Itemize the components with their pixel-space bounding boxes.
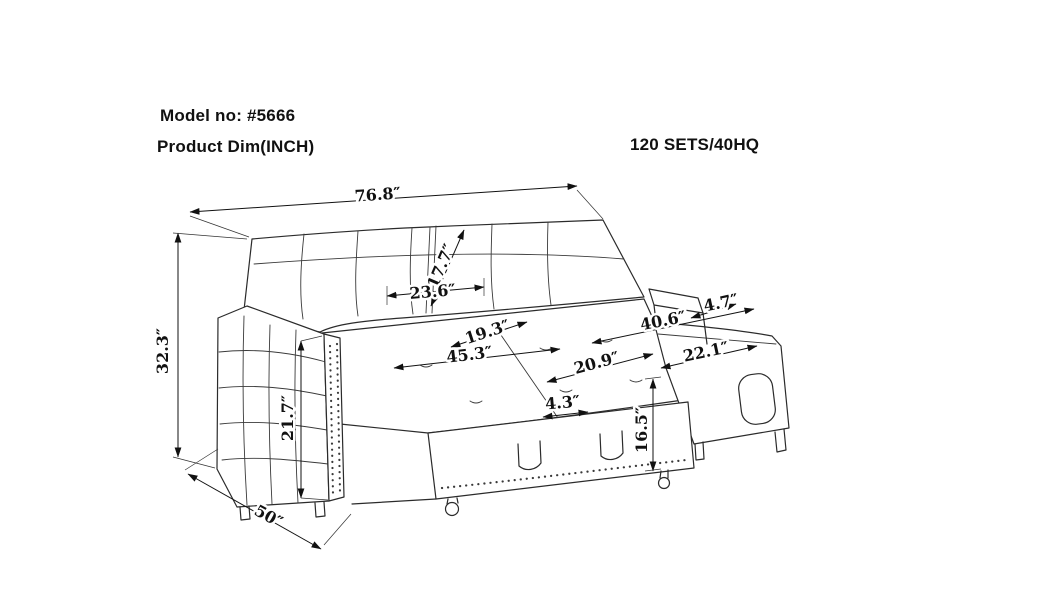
dim-arm-height: 21.7″ bbox=[278, 395, 297, 441]
left-arm bbox=[216, 305, 330, 508]
dim-clearance: 4.3″ bbox=[544, 392, 581, 414]
product-dimension-label: Product Dim(INCH) bbox=[157, 137, 315, 156]
pullout-handle-left bbox=[517, 440, 542, 471]
dimension-labels: 76.8″ 32.3″ 50″ 17.7″ 23.6″ 4.7″ 19.3″ 4… bbox=[151, 181, 743, 534]
dim-overall-width: 76.8″ bbox=[354, 183, 401, 205]
sofa-illustration bbox=[216, 219, 790, 521]
pullout-bed bbox=[427, 401, 695, 500]
model-number-label: Model no: #5666 bbox=[160, 106, 296, 125]
pullout-handle-right bbox=[599, 430, 624, 461]
dim-back-cushion-width: 23.6″ bbox=[409, 280, 457, 303]
caster-wheel-right bbox=[657, 476, 671, 490]
dim-pullout-height: 16.5″ bbox=[632, 407, 651, 453]
dim-overall-height: 32.3″ bbox=[153, 328, 172, 374]
dim-seat-width: 45.3″ bbox=[445, 342, 493, 366]
dim-armrest-width: 4.7″ bbox=[702, 290, 740, 316]
chaise-handle-cutout bbox=[738, 373, 776, 425]
container-quantity-label: 120 SETS/40HQ bbox=[630, 135, 760, 154]
caster-wheel-left bbox=[444, 501, 460, 517]
dimension-lines bbox=[172, 183, 758, 550]
